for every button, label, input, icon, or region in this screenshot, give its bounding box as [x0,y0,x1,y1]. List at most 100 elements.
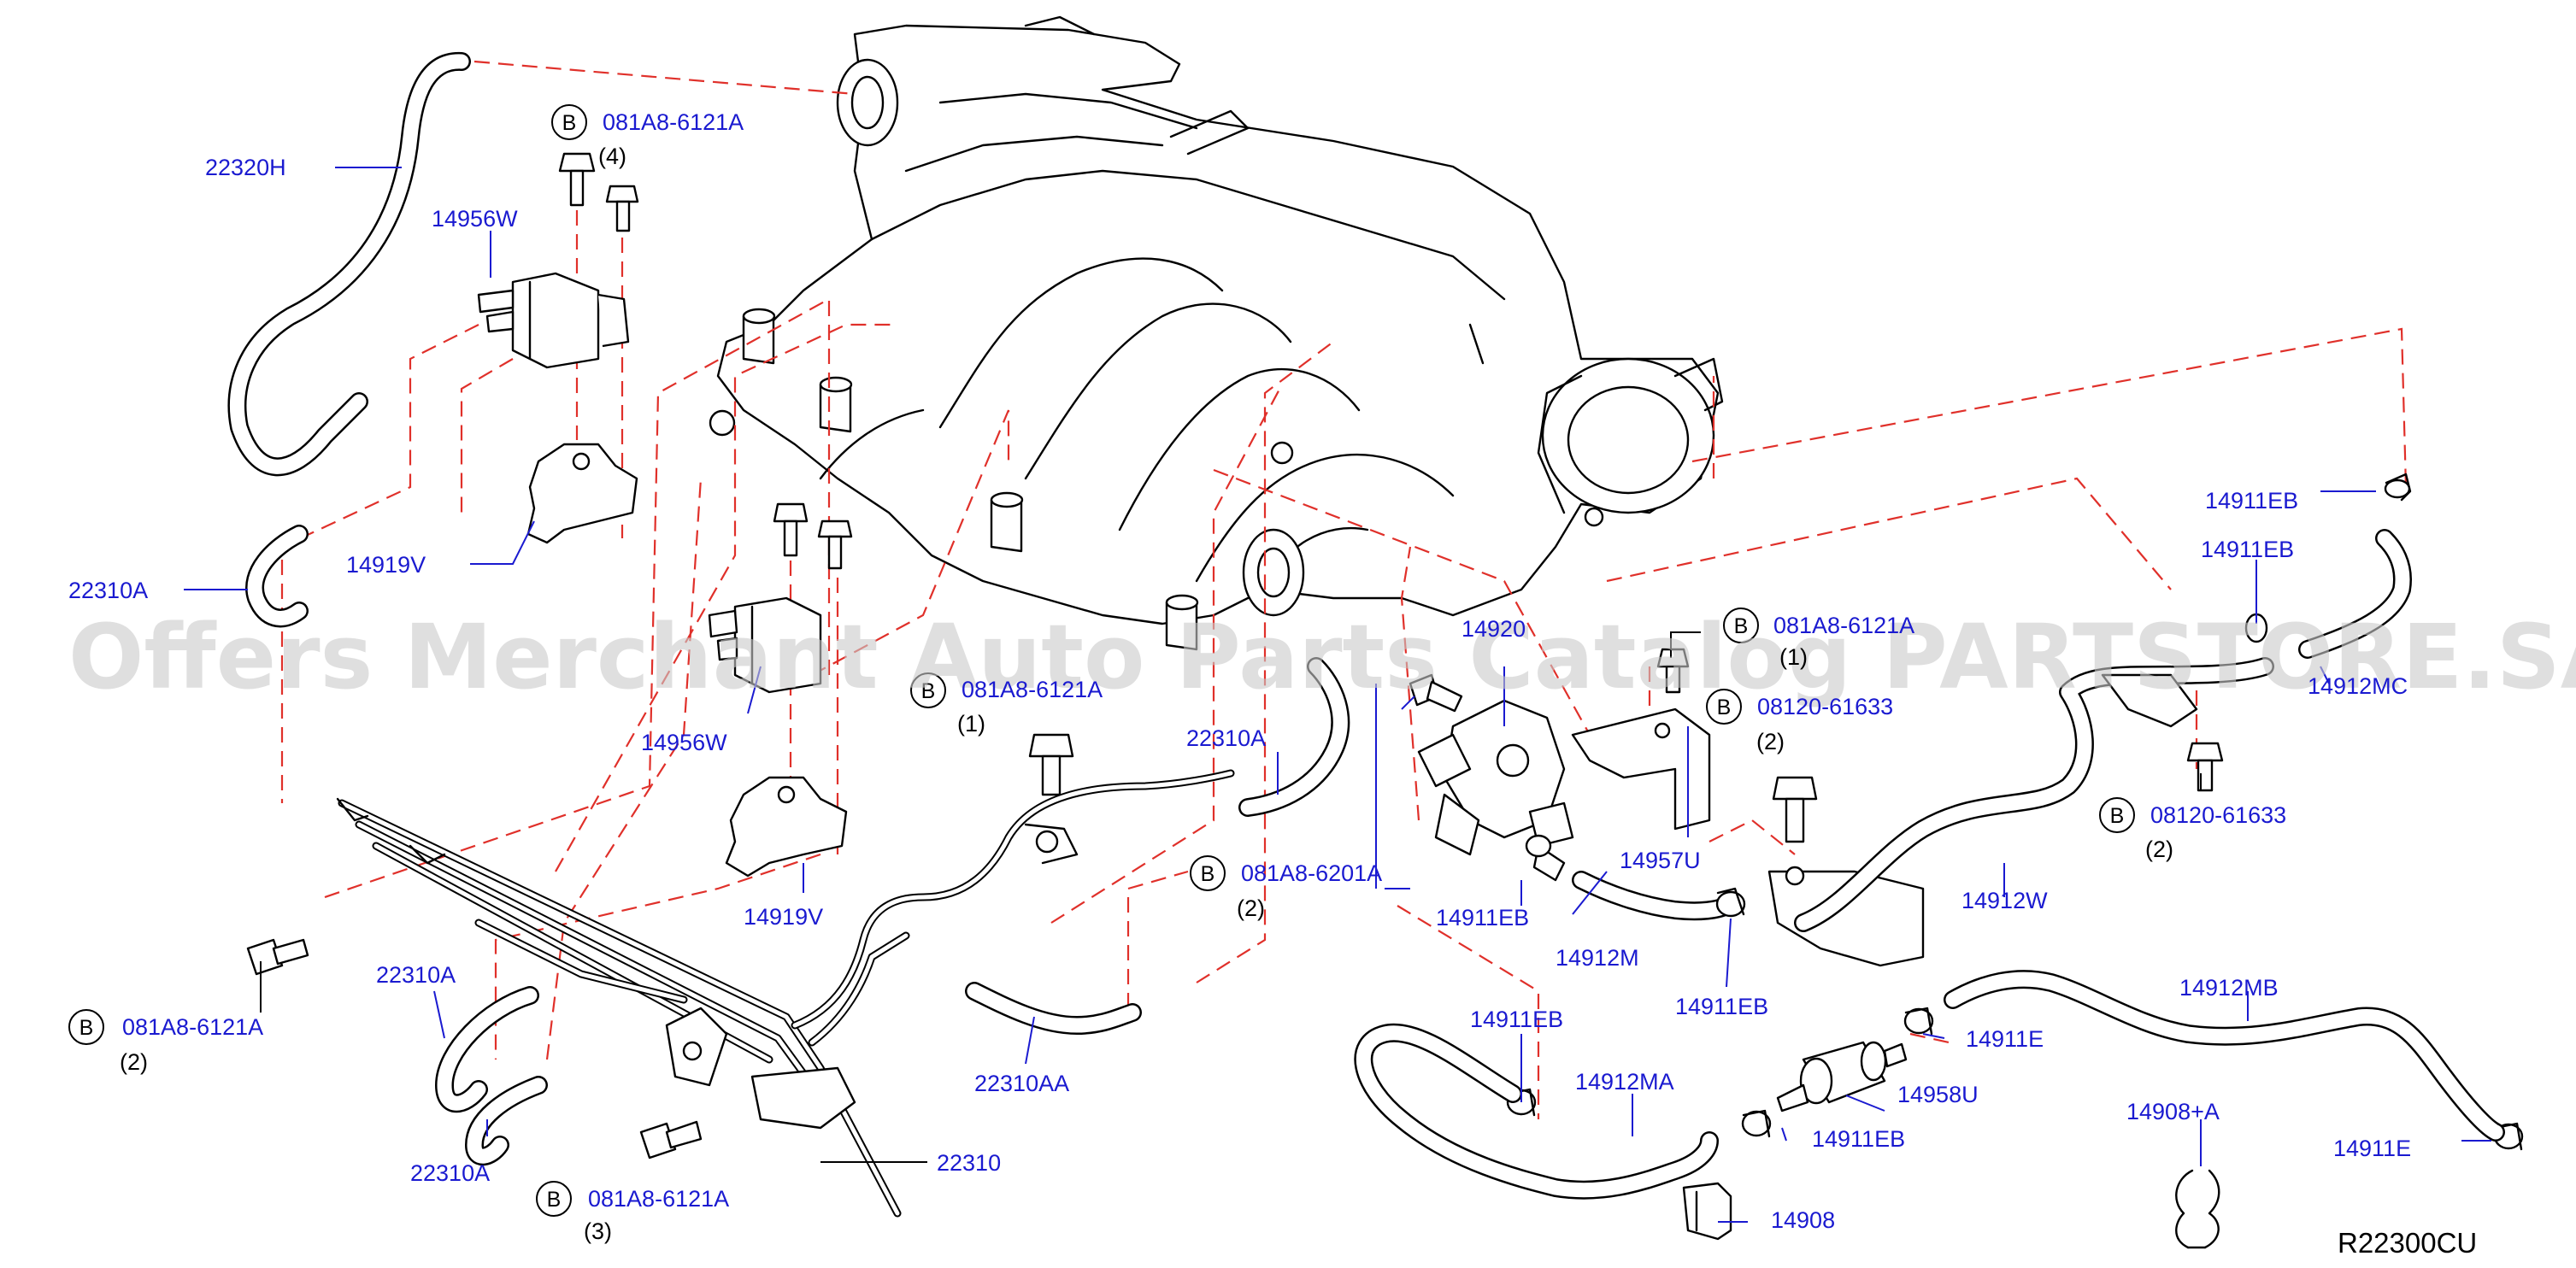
part-label-14911EB: 14911EB [2201,537,2294,562]
hose-22310A-c [1238,657,1350,817]
bolt [639,1120,703,1159]
filter-14958U [1776,1041,1908,1112]
part-label-22310AA: 22310AA [974,1071,1069,1096]
part-label-14908: 14908 [1771,1207,1835,1233]
bolt-badge: B [2099,797,2135,833]
svg-text:B: B [921,679,936,703]
part-label-14912MB: 14912MB [2179,975,2279,1001]
bolt [1028,733,1074,796]
solenoid-14956W-mid [708,596,822,694]
hose-22310A-a [435,986,539,1113]
bolt-code-label: 081A8-6121A [122,1014,263,1040]
bolt [1409,673,1463,713]
bolt-code-label: 08120-61633 [1757,694,1893,719]
bolt-qty-label: (2) [1756,729,1785,754]
part-label-22320H: 22320H [205,155,286,180]
part-label-14911EB: 14911EB [1436,905,1529,930]
bolt [1772,776,1818,843]
clip-14911E [1903,1007,1934,1036]
bracket-14912W [2101,673,2198,728]
clips [1506,473,2524,1151]
bolt-qty-label: (1) [1779,644,1808,670]
part-label-14919V: 14919V [346,552,426,578]
hose-14912MB [1944,970,2505,1142]
part-label-14911EB: 14911EB [2205,488,2298,514]
bolt-code-label: 08120-61633 [2150,802,2286,828]
part-label-14911E: 14911E [1966,1026,2044,1052]
hose-14912MA [1354,1023,1719,1200]
bolt [817,520,853,570]
bracket-14919V-top [526,443,638,544]
part-label-14911EB: 14911EB [1675,994,1768,1019]
part-label-14958U: 14958U [1897,1082,1979,1107]
svg-text:B: B [79,1016,94,1040]
bolt [246,938,309,976]
part-label-22310A: 22310A [376,962,456,988]
bracket-14957U [1571,707,1711,831]
vacuum-tube-22310 [336,769,1235,1218]
bolt-group [246,152,2224,1159]
bolt [2186,742,2224,792]
dashed-guides [280,60,2408,1119]
svg-text:B: B [1734,614,1749,638]
hose-22310A-b [465,1076,548,1166]
part-label-14912MA: 14912MA [1575,1069,1674,1095]
part-label-22310A: 22310A [68,578,148,603]
bolt-qty-label: (2) [2145,837,2173,862]
bolt-badge: B [68,1009,104,1045]
part-label-14911EB: 14911EB [1470,1007,1563,1032]
clip-14911EB [1715,887,1746,918]
bolt-badge: B [536,1181,572,1217]
hose-14912MC [2298,529,2412,659]
part-label-14920: 14920 [1461,616,1526,642]
hose-22310AA [965,982,1142,1035]
hose-14912M [1572,871,1736,921]
bolt-qty-label: (3) [584,1218,612,1244]
intake-manifold [709,15,1724,651]
part-labels: 22320H 14956W 14919V 22310A 14956W 14919… [68,155,2411,1233]
bolt [558,152,596,207]
bolt [773,502,809,557]
part-label-14912W: 14912W [1961,888,2048,913]
svg-text:B: B [1717,696,1732,719]
bracket-14919V-mid [725,776,848,878]
bolt-qty-label: (1) [957,711,985,737]
part-label-14908A: 14908+A [2126,1099,2220,1124]
clip-14911EB [1525,834,1552,858]
bolt-code-label: 081A8-6121A [1773,613,1914,638]
clip-14911EB [1741,1109,1772,1138]
bolt-code-label: 081A8-6121A [588,1186,729,1212]
bolt-badge: B [1190,855,1226,891]
bolt-qty-label: (4) [598,144,626,169]
part-label-14911EB: 14911EB [1812,1126,1905,1152]
bolt-qty-label: (2) [120,1049,148,1075]
part-label-22310: 22310 [937,1150,1001,1176]
solenoid-14956W-top [477,272,630,369]
leader-lines [184,167,2491,1223]
part-label-22310A: 22310A [410,1160,490,1186]
watermark: Offers Merchant Auto Parts Catalog PARTS… [68,605,2576,709]
valve-14920 [1417,699,1574,882]
hose-22320H [227,52,471,477]
part-label-14956W: 14956W [432,206,518,232]
clip-14911EB [2384,473,2412,502]
svg-text:B: B [547,1188,562,1212]
diagram-code: R22300CU [2338,1227,2477,1259]
part-label-14957U: 14957U [1620,848,1701,873]
bolt [1656,648,1690,694]
part-label-14919V: 14919V [744,904,823,930]
part-label-22310A: 22310A [1186,725,1266,751]
part-label-14911E: 14911E [2333,1136,2411,1161]
part-label-14956W: 14956W [641,730,727,755]
bolt-badge: B [1723,608,1759,643]
bolt [605,185,639,232]
bolt-badge: B [910,672,946,708]
bolt-qty-label: (2) [1237,895,1265,921]
bolt-code-label: 081A8-6121A [962,677,1103,702]
svg-text:B: B [1201,862,1215,886]
bolt-code-label: 081A8-6201A [1241,860,1382,886]
bolt-labels: 081A8-6121A (4) 081A8-6121A (1) 081A8-62… [120,109,2286,1244]
hose-22310A-left [245,525,309,628]
svg-text:B: B [2110,804,2125,828]
bolt-code-label: 081A8-6121A [603,109,744,135]
